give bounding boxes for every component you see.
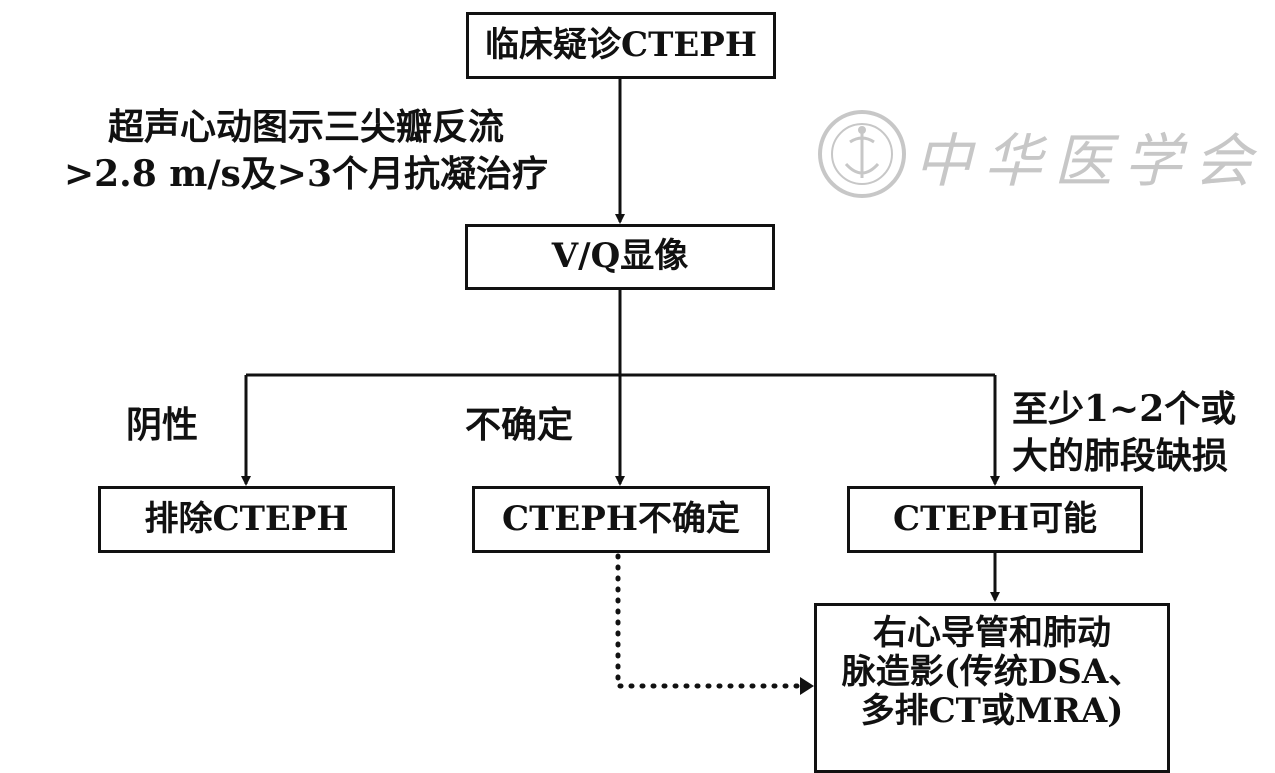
defect-line-1: 至少1~2个或 — [1012, 388, 1237, 430]
defect-line-2: 大的肺段缺损 — [1012, 434, 1229, 477]
criteria-line-1: 超声心动图示三尖瓣反流 — [107, 106, 504, 148]
node-cteph-uncertain: CTEPH不确定 — [472, 486, 770, 553]
criteria-line-2: >2.8 m/s及>3个月抗凝治疗 — [63, 152, 549, 195]
label-segment-defect: 至少1~2个或 大的肺段缺损 — [1012, 386, 1236, 480]
catheter-line-1: 右心导管和肺动 — [872, 613, 1111, 653]
watermark-text: 中华医学会 — [914, 127, 1265, 195]
catheter-line-3: 多排CT或MRA) — [860, 691, 1124, 732]
watermark: 中华医学会 — [812, 100, 1252, 210]
catheter-line-2: 脉造影(传统DSA、 — [841, 652, 1143, 693]
society-seal-icon — [818, 110, 906, 198]
label-negative: 阴性 — [126, 404, 199, 446]
dotted-arrowhead — [800, 677, 814, 695]
node-right-heart-catheter: 右心导管和肺动 脉造影(传统DSA、 多排CT或MRA) — [814, 603, 1170, 773]
label-indeterminate: 不确定 — [465, 404, 574, 446]
dotted-arrow-uncertain-to-catheter — [615, 553, 803, 689]
node-clinical-suspicion: 临床疑诊CTEPH — [466, 12, 776, 79]
label-echo-criteria: 超声心动图示三尖瓣反流 >2.8 m/s及>3个月抗凝治疗 — [6, 104, 606, 198]
node-cteph-possible: CTEPH可能 — [847, 486, 1143, 553]
node-vq-scan: V/Q显像 — [465, 224, 775, 290]
node-exclude-cteph: 排除CTEPH — [98, 486, 395, 553]
